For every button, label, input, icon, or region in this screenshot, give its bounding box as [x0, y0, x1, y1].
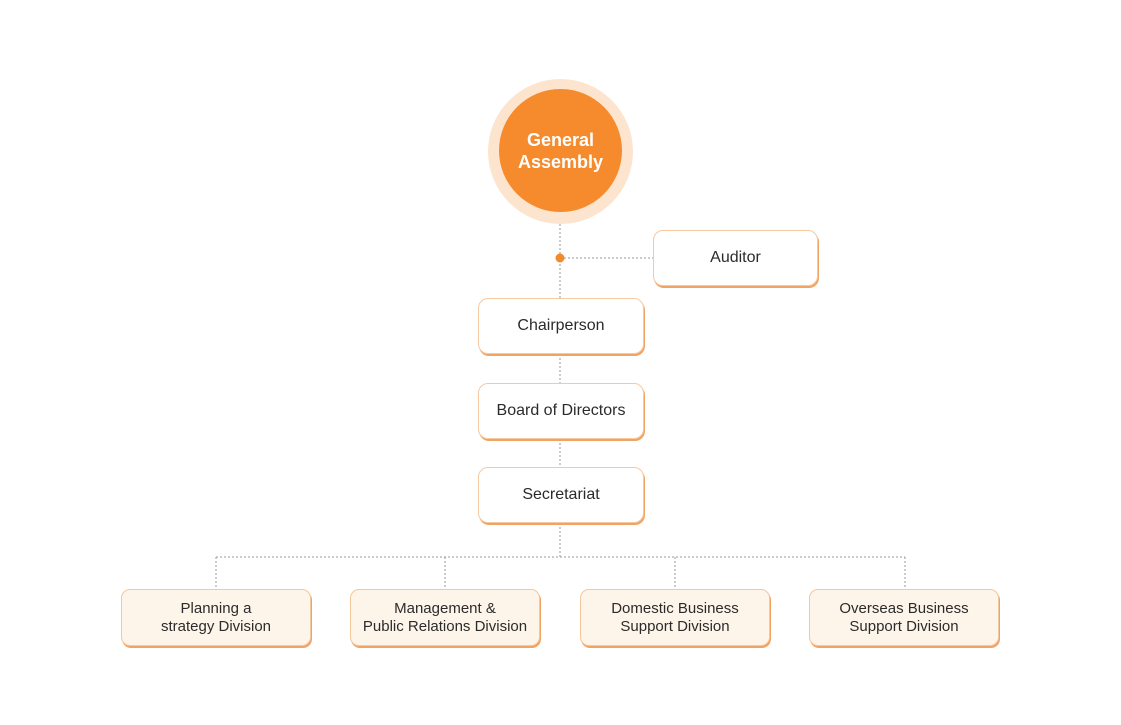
board-of-directors-label: Board of Directors	[496, 402, 626, 419]
secretariat-label: Secretariat	[522, 486, 600, 503]
division-planning-strategy: Planning a strategy Division	[121, 589, 311, 646]
division-overseas-business: Overseas Business Support Division	[809, 589, 999, 646]
auditor-node: Auditor	[653, 230, 818, 286]
division-label: Domestic Business Support Division	[611, 599, 739, 635]
division-label: Planning a strategy Division	[160, 599, 272, 635]
chairperson-node: Chairperson	[478, 298, 644, 354]
division-label: Overseas Business Support Division	[839, 599, 969, 635]
division-management-pr: Management & Public Relations Division	[350, 589, 540, 646]
board-of-directors-node: Board of Directors	[478, 383, 644, 439]
secretariat-node: Secretariat	[478, 467, 644, 523]
general-assembly-node: General Assembly	[499, 89, 622, 212]
general-assembly-label: General Assembly	[517, 129, 604, 172]
junction-dot	[555, 253, 565, 263]
division-domestic-business: Domestic Business Support Division	[580, 589, 770, 646]
chairperson-label: Chairperson	[517, 317, 605, 334]
division-label: Management & Public Relations Division	[362, 599, 528, 635]
auditor-label: Auditor	[710, 249, 761, 266]
